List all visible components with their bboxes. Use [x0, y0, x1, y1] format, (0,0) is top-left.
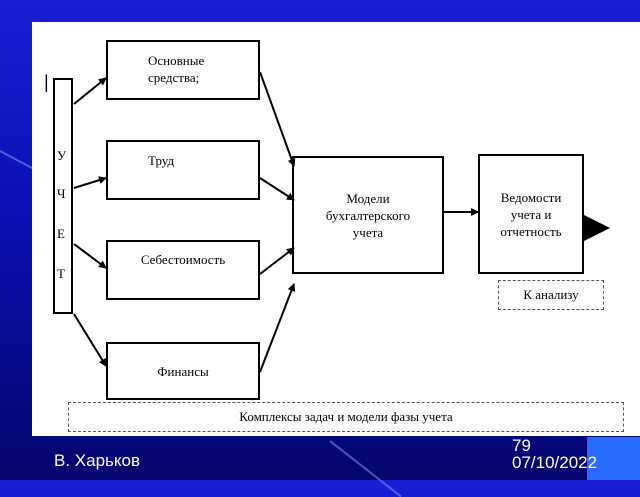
slide-date: 07/10/2022 [512, 453, 598, 472]
analysis-box: К анализу [498, 280, 604, 310]
uchet-letter: У [57, 148, 67, 163]
uchet-letter: Ч [57, 186, 66, 201]
complex-box: Комплексы задач и модели фазы учета [68, 402, 624, 432]
reports-label: Ведомости учета и отчетность [500, 189, 562, 239]
arrow-uchet-to-cost [73, 243, 107, 269]
uchet-letter: Е [57, 226, 65, 241]
arrow-uchet-to-finance [73, 313, 107, 367]
uchet-column: У Ч Е Т [53, 78, 73, 314]
slide-content: | У Ч Е Т Основные средства; Труд Себест… [32, 22, 640, 436]
arrow-labor-to-models [259, 177, 295, 201]
input-label: Основные средства; [148, 53, 205, 85]
input-box-finance: Финансы [106, 342, 260, 400]
input-box-labor: Труд [106, 140, 260, 200]
decor-streak [329, 440, 402, 497]
complex-label: Комплексы задач и модели фазы учета [239, 409, 453, 424]
arrow-uchet-to-labor [73, 176, 107, 189]
arrow-finance-to-models [259, 283, 296, 373]
input-label: Труд [148, 153, 175, 168]
arrow-fixed-assets-to-models [259, 71, 296, 167]
input-label: Себестоимость [140, 252, 226, 267]
bar-mark: | [44, 72, 49, 92]
uchet-letter: Т [57, 266, 65, 281]
reports-box: Ведомости учета и отчетность [478, 154, 584, 274]
analysis-label: К анализу [523, 287, 579, 302]
models-label: Модели бухгалтерского учета [325, 190, 411, 240]
footer-page-info: 79 07/10/2022 [512, 437, 597, 471]
input-box-fixed-assets: Основные средства; [106, 40, 260, 100]
arrow-reports-out [584, 215, 610, 241]
footer-author: В. Харьков [54, 451, 141, 470]
arrow-cost-to-models [259, 247, 295, 275]
input-label: Финансы [157, 363, 209, 379]
models-box: Модели бухгалтерского учета [292, 156, 444, 274]
arrows-layer [73, 71, 610, 373]
arrow-uchet-to-fixed-assets [73, 77, 107, 105]
page-number: 79 [512, 436, 531, 455]
input-box-cost: Себестоимость [106, 240, 260, 300]
corner-accent [587, 437, 640, 480]
